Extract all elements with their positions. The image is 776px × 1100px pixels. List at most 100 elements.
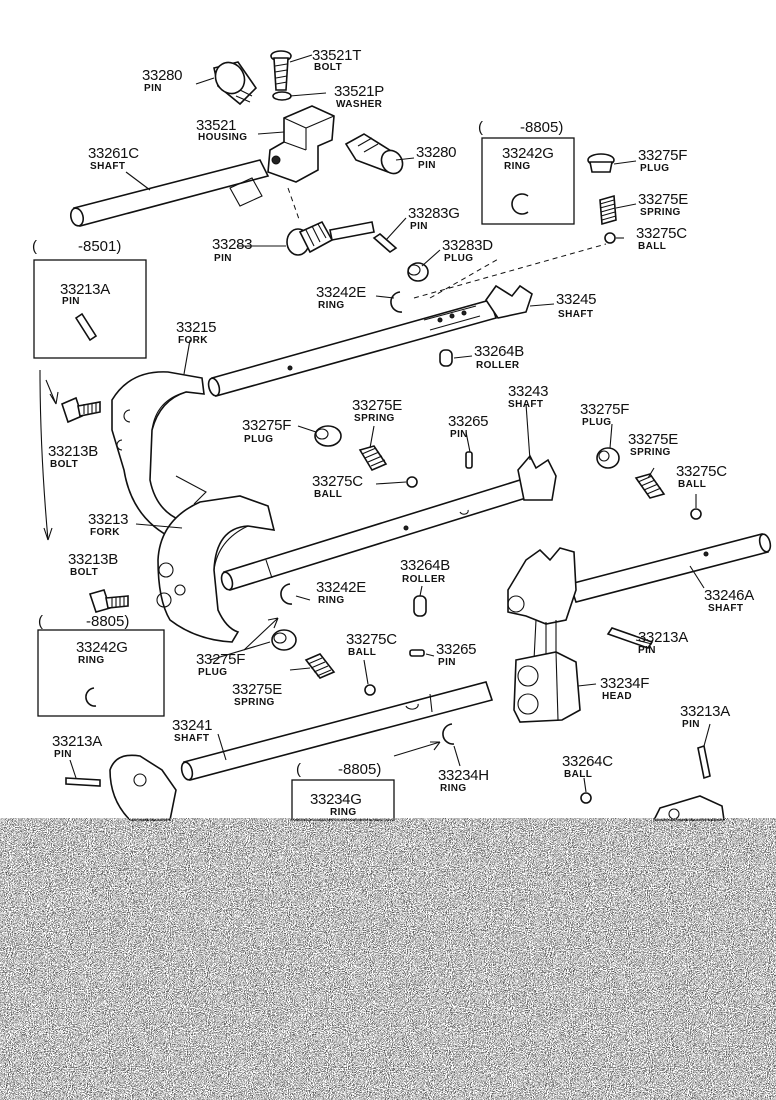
callout-part-name: HOUSING xyxy=(198,132,247,143)
head-33234f-drawing xyxy=(513,651,581,723)
shaft-33261c-drawing xyxy=(69,159,270,227)
ring-33242e-mid-drawing xyxy=(280,583,293,605)
callout-part-number: 33215 xyxy=(176,319,216,336)
callout-part-name: ROLLER xyxy=(476,360,520,371)
fork-33213-drawing xyxy=(156,495,276,643)
callout-part-number: 33264B xyxy=(400,557,450,574)
box-33242g-top xyxy=(481,137,575,225)
callout-part-number: 33275F xyxy=(196,651,245,668)
plug-33275f-mid-drawing xyxy=(314,425,342,447)
callout-part-number: 33275F xyxy=(580,401,629,418)
ball-33264c-drawing xyxy=(580,792,592,804)
callout-part-number: 33275C xyxy=(312,473,363,490)
leader-lines xyxy=(69,54,711,793)
callout-part-name: SHAFT xyxy=(708,603,743,614)
callout-part-name: PIN xyxy=(418,160,436,171)
callout-part-name: BALL xyxy=(638,241,666,252)
shaft-33243-drawing xyxy=(220,454,557,591)
callout-part-number: 33243 xyxy=(508,383,548,400)
pin-33213a-far-right-drawing xyxy=(697,744,711,780)
callout-part-name: PLUG xyxy=(444,253,473,264)
callout-part-number: 33264B xyxy=(474,343,524,360)
spring-33275e-lower-drawing xyxy=(304,653,336,679)
callout-part-name: PLUG xyxy=(582,417,611,428)
head-lower-right-partial-drawing xyxy=(652,795,725,821)
guide-arrow-33234h xyxy=(393,741,441,757)
callout-part-number: 33275C xyxy=(676,463,727,480)
callout-part-number: 33234H xyxy=(438,767,489,784)
callout-part-name: PIN xyxy=(144,83,162,94)
callout-part-number: 33521T xyxy=(312,47,361,64)
callout-part-number: 33234G xyxy=(310,791,362,808)
date-bracket-label: -8501) xyxy=(78,238,121,255)
callout-part-name: BALL xyxy=(564,769,592,780)
callout-part-number: 33213B xyxy=(68,551,118,568)
callout-part-name: SPRING xyxy=(640,207,681,218)
callout-part-name: SPRING xyxy=(354,413,395,424)
callout-part-number: 33275E xyxy=(352,397,402,414)
pin-33283g-drawing xyxy=(372,232,398,254)
callout-part-name: PIN xyxy=(450,429,468,440)
spring-33275e-right-drawing xyxy=(634,473,666,499)
fork-lower-left-partial-drawing xyxy=(109,754,177,821)
callout-part-name: BOLT xyxy=(70,567,98,578)
callout-part-number: 33265 xyxy=(448,413,488,430)
ball-33275c-top-drawing xyxy=(604,232,616,244)
ring-33242e-top-drawing xyxy=(390,291,403,313)
plug-33275f-top-drawing xyxy=(587,153,615,173)
callout-part-name: SHAFT xyxy=(558,309,593,320)
callout-part-name: WASHER xyxy=(336,99,383,110)
callout-part-name: BALL xyxy=(678,479,706,490)
shaft-33245-drawing xyxy=(207,284,533,397)
callout-part-name: SHAFT xyxy=(508,399,543,410)
plug-33275f-lower-drawing xyxy=(271,629,297,651)
pin-33213a-boxed-drawing xyxy=(74,312,98,342)
pin-33265-lower-drawing xyxy=(409,649,425,657)
pin-33280-left-drawing xyxy=(213,61,258,106)
callout-part-name: PIN xyxy=(54,749,72,760)
callout-part-number: 33213A xyxy=(52,733,102,750)
callout-part-number: 33275F xyxy=(242,417,291,434)
callout-part-number: 33275F xyxy=(638,147,687,164)
callout-part-number: 33283G xyxy=(408,205,460,222)
callout-part-name: PIN xyxy=(638,645,656,656)
callout-part-name: BOLT xyxy=(50,459,78,470)
callout-part-name: PIN xyxy=(438,657,456,668)
callout-part-number: 33521P xyxy=(334,83,384,100)
box-33242g-left xyxy=(37,629,165,717)
callout-part-number: 33275C xyxy=(636,225,687,242)
callout-part-name: BOLT xyxy=(314,62,342,73)
date-bracket-label: -8805) xyxy=(86,613,129,630)
guide-lines-33245 xyxy=(413,243,607,299)
callout-part-number: 33213A xyxy=(638,629,688,646)
callout-part-number: 33275E xyxy=(628,431,678,448)
callout-part-number: 33521 xyxy=(196,117,236,134)
roller-33264b-mid-drawing xyxy=(413,595,427,617)
pin-33283-drawing xyxy=(286,220,375,256)
ball-33275c-right-drawing xyxy=(690,508,702,520)
callout-part-name: SPRING xyxy=(630,447,671,458)
pin-33213a-right-drawing xyxy=(606,627,654,649)
spring-33275e-top-drawing xyxy=(599,194,617,226)
callout-part-number: 33246A xyxy=(704,587,754,604)
callout-part-name: SHAFT xyxy=(90,161,125,172)
callout-part-number: 33275C xyxy=(346,631,397,648)
callout-part-name: FORK xyxy=(178,335,208,346)
callout-part-number: 33261C xyxy=(88,145,139,162)
callout-part-name: BALL xyxy=(314,489,342,500)
callout-part-number: 33234F xyxy=(600,675,649,692)
callout-part-name: HEAD xyxy=(602,691,632,702)
callout-part-name: BALL xyxy=(348,647,376,658)
callout-part-name: PIN xyxy=(62,296,80,307)
date-bracket-label: -8805) xyxy=(520,119,563,136)
ring-33242g-left-drawing xyxy=(85,687,97,707)
bolt-33213b-lower-drawing xyxy=(88,589,129,613)
callout-part-name: PIN xyxy=(410,221,428,232)
callout-part-number: 33245 xyxy=(556,291,596,308)
callout-part-number: 33275E xyxy=(232,681,282,698)
ring-33242g-top-drawing xyxy=(511,193,529,215)
date-bracket-open: ( xyxy=(478,119,483,136)
guide-arrow-33275f xyxy=(243,617,279,651)
ring-33234h-drawing xyxy=(442,723,455,745)
